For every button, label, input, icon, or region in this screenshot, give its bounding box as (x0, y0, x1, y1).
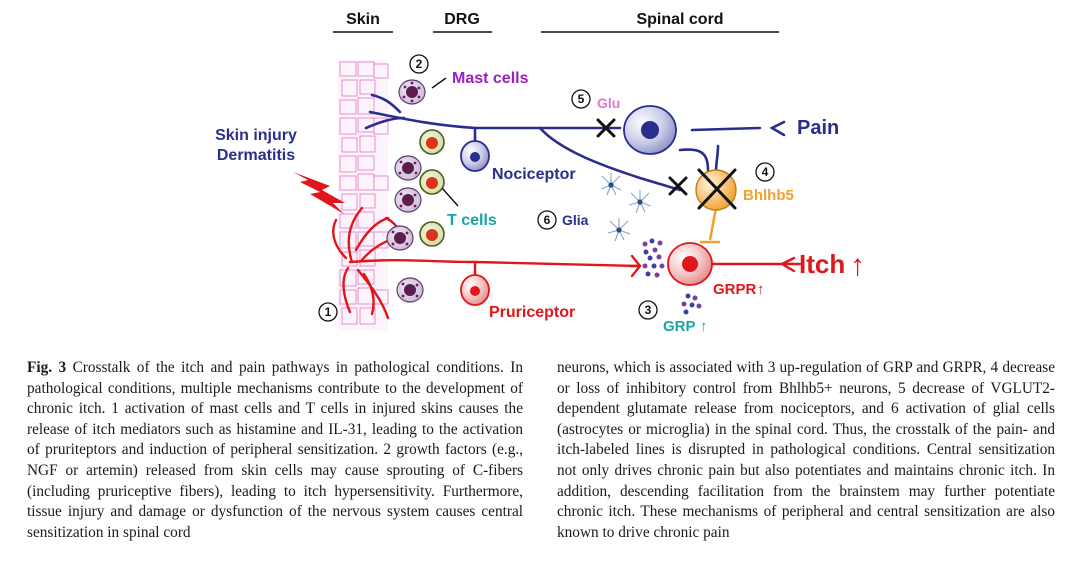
diagram-canvas: Skin DRG Spinal cord Skin injury Dermati… (215, 11, 865, 335)
pruriceptor-label: Pruriceptor (489, 304, 575, 321)
marker-1-text: 1 (325, 305, 332, 319)
marker-4-text: 4 (762, 165, 769, 179)
grpr-up-arrow: ↑ (757, 281, 765, 298)
caption-right-text: neurons, which is associated with 3 up-r… (557, 359, 1055, 541)
marker-1: 1 (318, 302, 338, 322)
marker-2-text: 2 (416, 57, 423, 71)
pain-projection-neuron (623, 105, 677, 155)
t-cells (419, 129, 445, 247)
mast-cell (394, 155, 422, 181)
glia-cell (607, 218, 631, 242)
header-skin: Skin (346, 11, 380, 28)
lightning-bolt-icon (293, 172, 345, 214)
t-cell (419, 221, 445, 247)
figure-label: Fig. 3 (27, 359, 67, 376)
header-drg: DRG (444, 11, 480, 28)
mast-cell (396, 277, 424, 303)
marker-6-text: 6 (544, 213, 551, 227)
pruriceptor-fibers (332, 206, 802, 320)
pain-label: Pain (797, 117, 839, 139)
leader-lines (431, 77, 459, 207)
figure-diagram: Skin DRG Spinal cord Skin injury Dermati… (215, 11, 865, 335)
caption-left-text: Crosstalk of the itch and pain pathways … (27, 359, 524, 541)
mast-cells-label: Mast cells (452, 70, 529, 87)
grp-up-arrow: ↑ (700, 318, 708, 335)
marker-6: 6 (537, 210, 557, 230)
marker-5-text: 5 (578, 92, 585, 106)
caption-left-column: Fig. 3 Crosstalk of the itch and pain pa… (27, 358, 523, 543)
caption-right-column: neurons, which is associated with 3 up-r… (557, 358, 1055, 543)
marker-4: 4 (755, 162, 775, 182)
grpr-neuron (667, 242, 713, 286)
nociceptor-cell (460, 140, 490, 172)
nociceptor-fibers (364, 93, 786, 192)
marker-2: 2 (409, 54, 429, 74)
skin-tissue (338, 60, 389, 330)
pruriceptor-cell (460, 274, 490, 306)
itch-label: Itch (799, 249, 845, 279)
t-cells-label: T cells (447, 212, 497, 229)
glia-cell (600, 173, 622, 196)
step-markers: 1 2 3 4 5 6 (318, 54, 775, 322)
mast-cells (386, 79, 426, 303)
skin-injury-label: Skin injury (215, 127, 297, 144)
bhlhb5-inhibitory-fiber (700, 207, 720, 244)
grpr-label: GRPR (713, 281, 757, 298)
mast-cell (394, 187, 422, 213)
grp-vesicles (642, 238, 702, 315)
bhlhb5-label: Bhlhb5 (743, 187, 794, 204)
itch-up-arrow: ↑ (850, 249, 865, 282)
glu-label: Glu (597, 95, 620, 111)
marker-3-text: 3 (645, 303, 652, 317)
disruption-x-marks (596, 118, 737, 210)
marker-5: 5 (571, 89, 591, 109)
nociceptor-label: Nociceptor (492, 166, 576, 183)
dermatitis-label: Dermatitis (217, 147, 295, 164)
mast-cell (398, 79, 426, 105)
glia-cells (600, 173, 652, 242)
marker-3: 3 (638, 300, 658, 320)
column-headers: Skin DRG Spinal cord (333, 11, 779, 33)
glia-cell (628, 190, 652, 214)
header-spinal-cord: Spinal cord (636, 11, 723, 28)
glia-label: Glia (562, 212, 589, 228)
grp-label: GRP (663, 318, 696, 335)
mast-cell (386, 225, 414, 251)
t-cell (419, 169, 445, 195)
t-cell (419, 129, 445, 155)
